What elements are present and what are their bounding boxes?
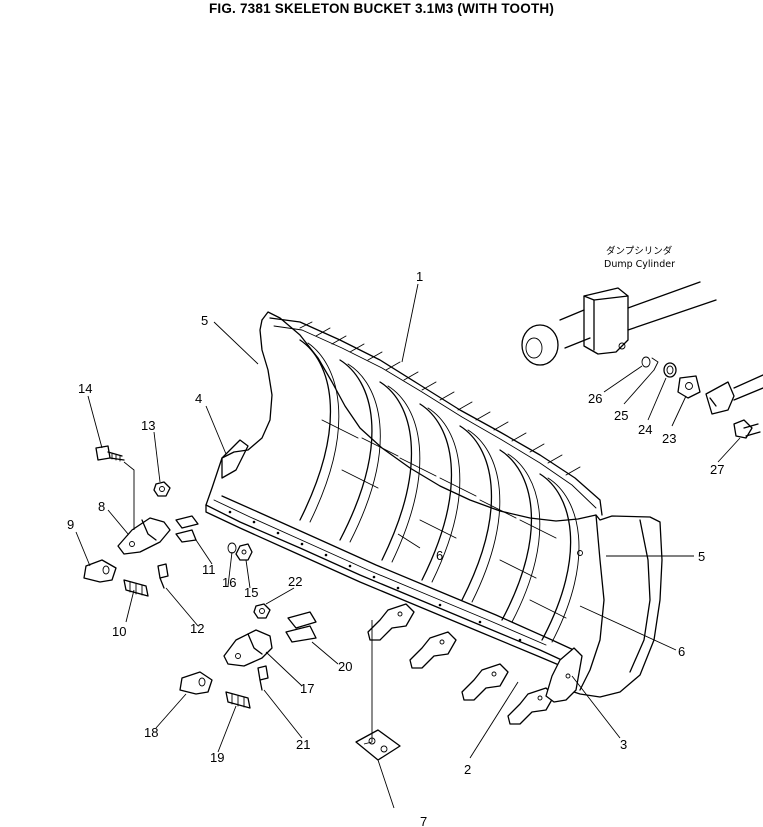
callout-1: 1 (416, 269, 423, 284)
callout-26: 26 (588, 391, 602, 406)
wear-plate (355, 729, 401, 761)
callout-15: 15 (244, 585, 258, 600)
callout-24: 24 (638, 422, 652, 437)
callout-6-center: 6 (436, 548, 443, 563)
pin-hardware (641, 356, 763, 439)
callout-13: 13 (141, 418, 155, 433)
dump-cylinder (521, 281, 717, 366)
tooth-2 (409, 631, 457, 669)
adapter-left-exploded (83, 445, 253, 597)
callout-6-right: 6 (678, 644, 685, 659)
callout-19: 19 (210, 750, 224, 765)
callout-23: 23 (662, 431, 676, 446)
callout-3: 3 (620, 737, 627, 752)
callout-18: 18 (144, 725, 158, 740)
callout-5-right: 5 (698, 549, 705, 564)
tooth-1 (367, 603, 415, 641)
leader-lines (75, 283, 741, 809)
bucket-teeth (367, 603, 583, 725)
callout-16: 16 (222, 575, 236, 590)
callout-8: 8 (98, 499, 105, 514)
callout-2: 2 (464, 762, 471, 777)
callout-4: 4 (195, 391, 202, 406)
callout-25: 25 (614, 408, 628, 423)
figure-title: FIG. 7381 SKELETON BUCKET 3.1M3 (WITH TO… (208, 1, 555, 16)
callout-12: 12 (190, 621, 204, 636)
callout-9: 9 (67, 517, 74, 532)
callout-14: 14 (78, 381, 92, 396)
callout-22: 22 (288, 574, 302, 589)
dump-cylinder-label-jp: ダンプシリンダ (606, 245, 673, 257)
callout-27: 27 (710, 462, 724, 477)
callout-10: 10 (112, 624, 126, 639)
callout-21: 21 (296, 737, 310, 752)
callout-20: 20 (338, 659, 352, 674)
callout-numbers: 1 2 3 4 5 5 6 6 7 8 9 10 11 12 13 14 15 … (67, 269, 724, 827)
callout-11: 11 (202, 562, 216, 577)
corner-adapter (545, 647, 583, 703)
callout-7: 7 (420, 814, 427, 827)
dump-cylinder-label-en: Dump Cylinder (604, 259, 675, 270)
tooth-3 (461, 663, 509, 701)
callout-17: 17 (300, 681, 314, 696)
adapter-middle-exploded (179, 603, 317, 709)
bucket-body (205, 311, 663, 698)
callout-5-left: 5 (201, 313, 208, 328)
